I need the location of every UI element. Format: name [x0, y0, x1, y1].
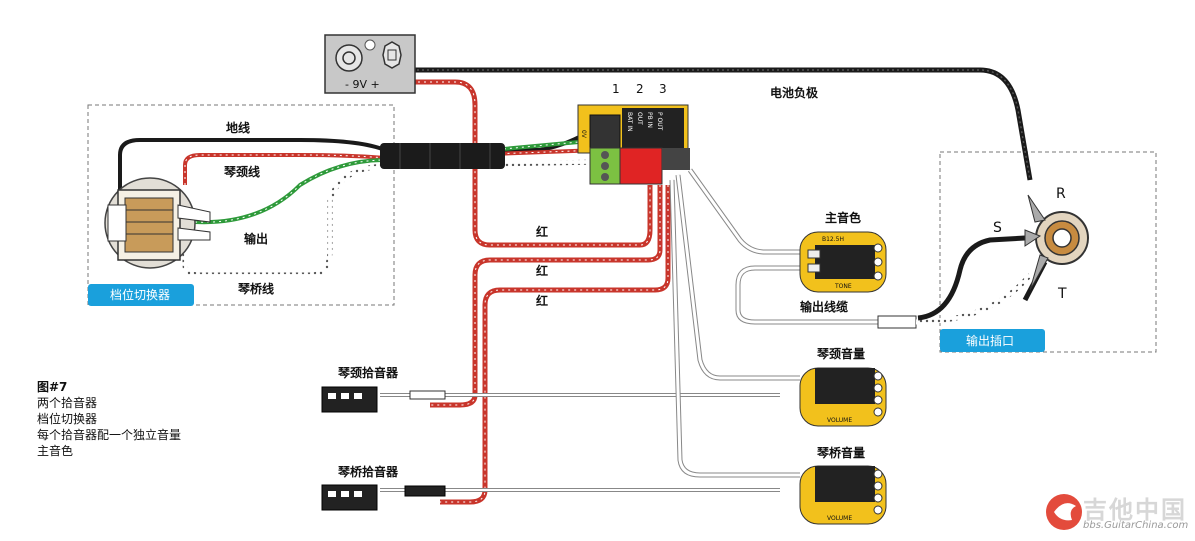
figure-line-4: 主音色 [37, 444, 74, 458]
watermark-logo-icon [1046, 494, 1082, 530]
connector-pin-label-0: 0V [580, 130, 587, 139]
neck-pickup-connector [321, 386, 446, 413]
heat-shrink-sleeve [380, 143, 505, 169]
label-jack-s: S [993, 220, 1002, 236]
bridge-wire [182, 159, 601, 278]
tone-part-number: B12.5H [822, 236, 844, 243]
label-red-1: 红 [536, 224, 548, 239]
neck-volume-marking: VOLUME [827, 417, 852, 424]
label-output-cable: 输出线缆 [800, 299, 848, 314]
label-battery-negative: 电池负极 [770, 85, 819, 100]
connector-pin-label-3: PB IN [646, 112, 653, 128]
connector-pin-3: 3 [659, 82, 667, 96]
battery-positive-wire [412, 79, 653, 248]
connector-pin-label-4: P OUT [656, 112, 663, 131]
master-tone-pot [799, 231, 887, 293]
connector-pin-label-2: OUT [636, 112, 643, 125]
label-bridge-wire: 琴桥线 [237, 281, 274, 296]
label-master-tone: 主音色 [825, 210, 861, 225]
tag-output-jack-text: 输出插口 [966, 333, 1014, 348]
tag-output-jack [940, 329, 1045, 352]
battery-snap [324, 34, 416, 94]
label-output-wire: 输出 [244, 231, 268, 246]
label-neck-volume: 琴颈音量 [816, 346, 865, 361]
label-jack-r: R [1056, 186, 1066, 202]
connector-pin-1: 1 [612, 82, 620, 96]
jack-dashed-frame [939, 151, 1157, 353]
label-neck-pickup: 琴颈拾音器 [337, 365, 399, 380]
watermark-brand: 吉他中国 [1083, 496, 1187, 524]
battery-label: - 9V + [345, 78, 380, 91]
label-neck-wire: 琴颈线 [223, 164, 260, 179]
watermark: 吉他中国 bbs.GuitarChina.com [1045, 490, 1190, 535]
bridge-volume-marking: VOLUME [827, 515, 852, 522]
label-bridge-volume: 琴桥音量 [816, 445, 865, 460]
tone-wire [687, 168, 800, 255]
label-jack-t: T [1057, 286, 1067, 302]
output-jack [1024, 194, 1089, 291]
figure-line-3: 每个拾音器配一个独立音量 [37, 428, 182, 442]
jack-s-wire [917, 235, 1026, 321]
label-ground-wire: 地线 [226, 120, 250, 135]
figure-title: 图#7 [37, 380, 68, 394]
label-red-3: 红 [536, 293, 548, 308]
figure-line-1: 两个拾音器 [37, 396, 98, 410]
neck-volume-pot [799, 367, 887, 427]
tag-switch-text: 档位切换器 [110, 287, 170, 302]
figure-line-2: 档位切换器 [37, 412, 98, 426]
label-bridge-pickup: 琴桥拾音器 [337, 464, 399, 479]
tone-marking: TONE [834, 283, 852, 290]
watermark-url: bbs.GuitarChina.com [1083, 520, 1189, 531]
bridge-volume-pot [799, 465, 887, 525]
connector-pin-label-1: BAT IN [626, 112, 633, 132]
switch-dashed-frame [87, 104, 395, 306]
label-red-2: 红 [536, 263, 548, 278]
pickup-selector-switch [104, 177, 211, 269]
bridge-volume-wire [669, 179, 800, 478]
output-cable-plug [877, 315, 917, 329]
figure-caption: 图#7 两个拾音器 档位切换器 每个拾音器配一个独立音量 主音色 [37, 379, 181, 459]
connector-pin-2: 2 [636, 82, 644, 96]
main-connector [577, 104, 690, 185]
tag-switch [88, 284, 194, 306]
bridge-pickup-connector [321, 484, 446, 511]
